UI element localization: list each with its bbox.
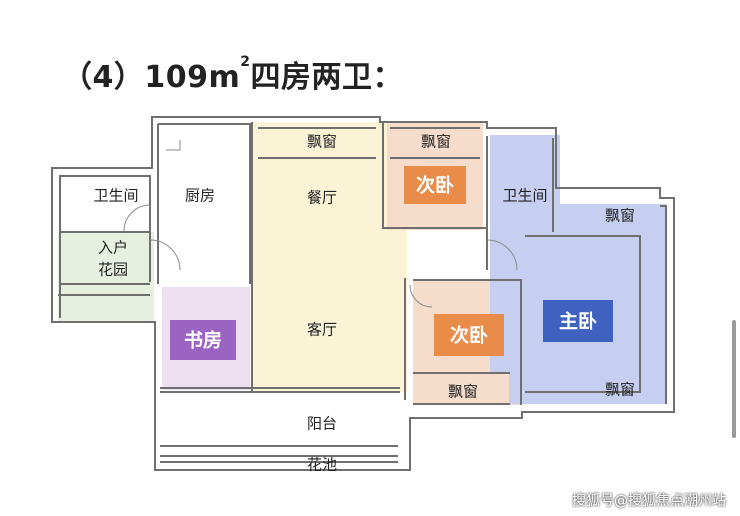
scrollbar-thumb[interactable]: [732, 320, 736, 438]
label-toilet-right: 卫生间: [502, 187, 547, 205]
label-balcony: 阳台: [307, 415, 337, 433]
label-kitchen: 厨房: [185, 187, 215, 205]
dining-living-zone: [252, 122, 407, 392]
plan-title: （4）109m2四房两卫：: [62, 52, 403, 96]
entry-garden-zone: [58, 232, 154, 322]
label-entry-garden-2: 花园: [98, 261, 128, 279]
label-toilet-left: 卫生间: [93, 187, 138, 205]
watermark: 搜狐号@搜狐焦点潮州站: [572, 493, 726, 509]
title-superscript: 2: [240, 54, 251, 70]
walls: [51, 116, 675, 471]
label-bay-top-second: 飘窗: [421, 133, 451, 151]
label-dining: 餐厅: [307, 189, 337, 207]
title-suffix: 四房两卫：: [250, 60, 404, 95]
badge-master-bedroom-text: 主卧: [559, 311, 597, 333]
label-bay-master-top: 飘窗: [605, 207, 635, 225]
badge-second-bedroom-mid: [434, 314, 504, 356]
bay-window-mid-zone: [413, 373, 509, 405]
label-entry-garden-1: 入户: [98, 239, 128, 257]
badge-second-bedroom-top: [404, 166, 466, 204]
label-planter: 花池: [307, 456, 337, 474]
badge-second-bedroom-mid-text: 次卧: [450, 324, 488, 347]
badge-master-bedroom: [543, 300, 613, 342]
label-bay-second-bottom: 飘窗: [448, 383, 478, 401]
label-living: 客厅: [307, 321, 337, 339]
label-bay-master-bottom: 飘窗: [605, 381, 635, 399]
label-bay-top-dining: 飘窗: [307, 133, 337, 151]
badge-second-bedroom-top-text: 次卧: [416, 174, 454, 197]
doors: [123, 140, 518, 308]
badge-study: [170, 320, 236, 360]
title-prefix: （4）109m: [62, 60, 241, 95]
badge-study-text: 书房: [184, 329, 222, 352]
